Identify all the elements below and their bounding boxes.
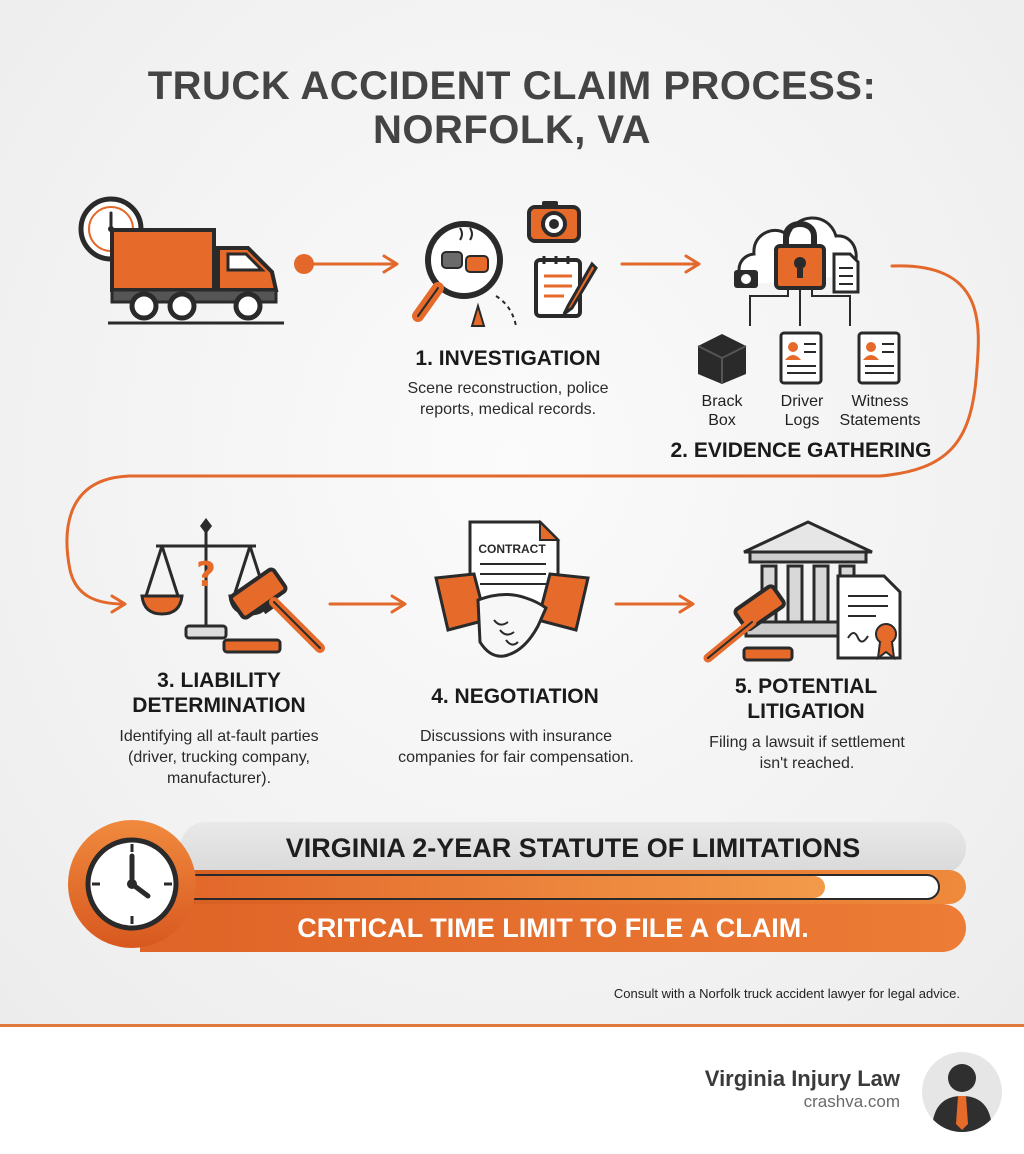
time-progress-fill bbox=[182, 876, 825, 898]
step-1-description: Scene reconstruction, police reports, me… bbox=[407, 380, 609, 418]
statute-banner: VIRGINIA 2-YEAR STATUTE OF LIMITATIONS C… bbox=[110, 822, 966, 952]
notepad-icon bbox=[534, 256, 598, 318]
step-2-title: 2. EVIDENCE GATHERING bbox=[670, 439, 932, 462]
disclaimer: Consult with a Norfolk truck accident la… bbox=[613, 986, 960, 1001]
time-progress-bar bbox=[180, 874, 940, 900]
clock-icon bbox=[85, 837, 179, 931]
truck-icon bbox=[108, 228, 284, 325]
step-5-description: Filing a lawsuit if settlement isn't rea… bbox=[709, 734, 905, 772]
magnifier-icon bbox=[412, 221, 517, 327]
brand-url[interactable]: crashva.com bbox=[803, 1092, 900, 1111]
step-1-title: 1. INVESTIGATION bbox=[415, 347, 601, 370]
witness-statement-icon bbox=[857, 331, 901, 385]
handshake-icon bbox=[434, 572, 590, 658]
footer bbox=[0, 1027, 1024, 1154]
gavel-icon bbox=[703, 584, 794, 663]
clock-badge bbox=[68, 820, 196, 948]
step-4-title: 4. NEGOTIATION bbox=[431, 685, 599, 708]
black-box-icon bbox=[697, 334, 747, 384]
driver-log-icon bbox=[779, 331, 823, 385]
banner-subheading: CRITICAL TIME LIMIT TO FILE A CLAIM. bbox=[297, 913, 809, 943]
page-title-line-1: TRUCK ACCIDENT CLAIM PROCESS: bbox=[147, 64, 877, 108]
banner-subheading-bg bbox=[140, 904, 966, 952]
gavel-icon bbox=[222, 567, 325, 654]
footer-divider bbox=[0, 1024, 1024, 1027]
flow-connectors bbox=[65, 254, 980, 614]
step-4-description: Discussions with insurance companies for… bbox=[398, 728, 634, 766]
avatar bbox=[922, 1052, 1002, 1132]
svg-text:?: ? bbox=[196, 555, 216, 595]
banner-heading-bg bbox=[180, 822, 966, 874]
step-3-description: Identifying all at-fault parties (driver… bbox=[119, 728, 319, 787]
cloud-lock-icon bbox=[734, 216, 860, 326]
banner-heading: VIRGINIA 2-YEAR STATUTE OF LIMITATIONS bbox=[285, 833, 861, 863]
camera-icon bbox=[527, 201, 581, 243]
page-title-line-2: NORFOLK, VA bbox=[372, 108, 652, 152]
certificate-icon bbox=[836, 574, 902, 661]
brand-name[interactable]: Virginia Injury Law bbox=[704, 1066, 900, 1091]
avatar-icon bbox=[932, 1064, 992, 1132]
contract-label: CONTRACT bbox=[478, 542, 546, 556]
